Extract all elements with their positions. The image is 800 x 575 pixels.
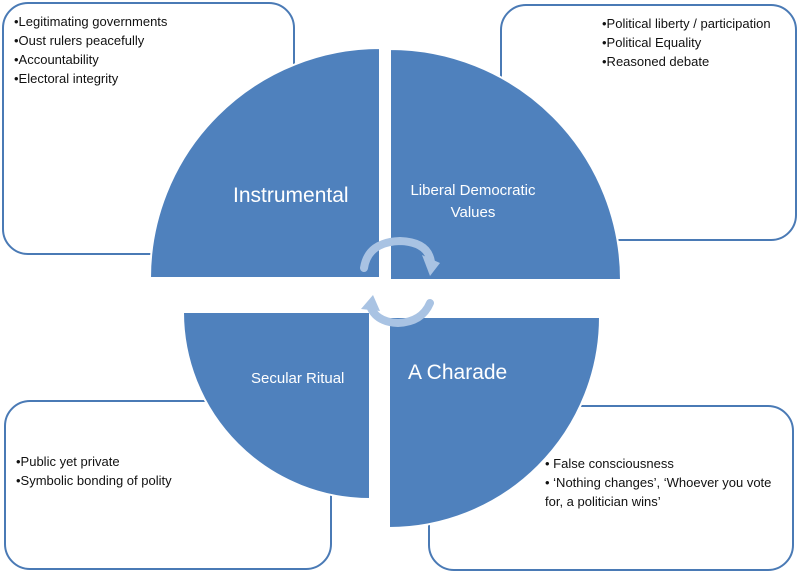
quadrant-secular-ritual bbox=[181, 311, 371, 501]
quadrant-charade bbox=[388, 316, 602, 530]
label-instrumental: Instrumental bbox=[233, 184, 349, 207]
label-charade: A Charade bbox=[408, 361, 508, 384]
bullet-item: •Electoral integrity bbox=[14, 71, 119, 86]
label-liberal-values: Liberal Democratic Values bbox=[398, 180, 548, 224]
bullet-item: •Reasoned debate bbox=[602, 54, 710, 69]
bullet-item: •Legitimating governments bbox=[14, 14, 168, 29]
callout-box-secular-ritual: •Public yet private •Symbolic bonding of… bbox=[4, 400, 332, 570]
bullet-item: • ‘Nothing changes’, ‘Whoever you vote f… bbox=[545, 475, 772, 509]
label-liberal-line2: Values bbox=[450, 204, 496, 221]
label-secular-ritual: Secular Ritual bbox=[251, 370, 345, 387]
bullet-item: •Oust rulers peacefully bbox=[14, 33, 145, 48]
label-liberal-line1: Liberal Democratic bbox=[410, 182, 536, 199]
cycle-arrow-icon bbox=[360, 236, 440, 276]
bullet-item: •Accountability bbox=[14, 52, 99, 67]
quadrant-instrumental bbox=[148, 46, 381, 279]
bullet-item: •Political liberty / participation bbox=[602, 16, 771, 31]
bullet-item: •Symbolic bonding of polity bbox=[16, 473, 172, 488]
bullet-item: • False consciousness bbox=[545, 456, 674, 471]
bullet-item: •Public yet private bbox=[16, 454, 120, 469]
cycle-arrow-icon bbox=[361, 295, 434, 328]
bullet-item: •Political Equality bbox=[602, 35, 702, 50]
quadrant-liberal-values bbox=[389, 47, 623, 281]
